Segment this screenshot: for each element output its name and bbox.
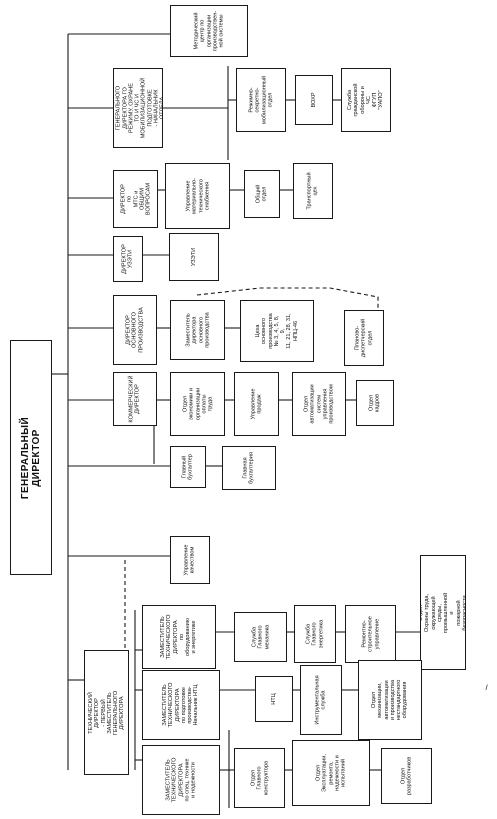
general-director-label: ГЕНЕРАЛЬНЫЙ ДИРЕКТОР xyxy=(20,416,42,499)
tool-service-box: Инструментальная служба xyxy=(300,665,342,735)
chief-designer-label: Отдел Главного конструктора xyxy=(250,760,269,796)
ntc-box: НТЦ xyxy=(255,676,293,722)
method-center-label: Методический центр по организации произв… xyxy=(193,10,225,52)
assistant-go-label: ПОМОЩНИК ГЕНЕРАЛЬНОГО ДИРЕКТОРА ГО РЕЖИМ… xyxy=(113,77,163,139)
planning-dept-label: Планово- диспетчерский отдел xyxy=(354,318,374,358)
deputy-prep-label: ЗАМЕСТИТЕЛЬ ТЕХНИЧЕСКОГО ДИРЕКТОРА по по… xyxy=(162,682,200,728)
chief-energy-box: Служба Главного энергетика xyxy=(294,605,336,663)
quality-mgmt-box: Управление качеством xyxy=(170,536,210,584)
transport-label: Транспортный цех xyxy=(306,172,319,210)
general-dept-box: Общий отдел xyxy=(244,170,280,218)
deputy-new-tech-box: ЗАМЕСТИТЕЛЬ ТЕХНИЧЕСКОГО ДИРЕКТОРА по сп… xyxy=(142,745,220,815)
general-dept-label: Общий отдел xyxy=(255,184,268,204)
deputy-production-label: Заместитель директора основного производ… xyxy=(184,312,210,348)
ntc-label: НТЦ xyxy=(270,693,277,705)
commercial-director-label: КОММЕРЧЕСКИЙ ДИРЕКТОР xyxy=(128,375,141,423)
chief-accountant-box: Главный бухгалтер xyxy=(170,446,206,488)
repair-construction-label: Ремонтно- строительное управление xyxy=(361,616,380,652)
accounting-box: Главная бухгалтерия xyxy=(222,446,276,490)
deputy-equipment-label: ЗАМЕСТИТЕЛЬ ТЕХНИЧЕСКОГО ДИРЕКТОРА по об… xyxy=(160,614,198,660)
mts-management-box: Управление материально- технического сна… xyxy=(165,163,230,229)
mts-management-label: Управление материально- технического сна… xyxy=(184,177,210,215)
labor-safety-label: Отдел Охраны труда, окружающей среды, пр… xyxy=(420,592,466,633)
chief-mechanic-label: Служба Главного механика xyxy=(251,624,270,650)
technical-director-label: ТЕХНИЧЕСКИЙ ДИРЕКТОР - ПЕРВЫЙ ЗАМЕСТИТЕЛ… xyxy=(87,690,126,735)
personnel-dept-box: Отдел кадров xyxy=(356,380,394,426)
regime-secret-box: Режимно-секретно- мобилизационный отдел xyxy=(236,68,286,132)
technical-director-box: ТЕХНИЧЕСКИЙ ДИРЕКТОР - ПЕРВЫЙ ЗАМЕСТИТЕЛ… xyxy=(84,650,129,775)
repair-construction-box: Ремонтно- строительное управление xyxy=(345,605,396,663)
deputy-equipment-box: ЗАМЕСТИТЕЛЬ ТЕХНИЧЕСКОГО ДИРЕКТОРА по об… xyxy=(142,605,216,669)
accounting-label: Главная бухгалтерия xyxy=(242,452,255,484)
mts-director-label: ДИРЕКТОР по МТС и ОБЩИМ ВОПРОСАМ xyxy=(119,182,151,216)
assistant-go-box: ПОМОЩНИК ГЕНЕРАЛЬНОГО ДИРЕКТОРА ГО РЕЖИМ… xyxy=(113,68,163,148)
uzti-box: УЗЭТИ xyxy=(169,233,219,281)
vokhr-label: ВОХР xyxy=(310,92,317,108)
deputy-prep-box: ЗАМЕСТИТЕЛЬ ТЕХНИЧЕСКОГО ДИРЕКТОРА по по… xyxy=(142,670,220,740)
exploitation-box: Отдел Эксплуатации, ремонта, надежности … xyxy=(292,740,370,806)
labor-safety-box: Отдел Охраны труда, окружающей среды, пр… xyxy=(420,555,466,670)
tool-service-label: Инструментальная служба xyxy=(314,675,327,725)
chief-designer-box: Отдел Главного конструктора xyxy=(234,748,285,808)
developers-label: Отдел разработчиков xyxy=(400,756,413,796)
quality-mgmt-label: Управление качеством xyxy=(183,544,196,576)
mechanization-label: Отдел механизации, автоматизации и произ… xyxy=(371,679,409,721)
uzti-director-box: ДИРЕКТОР УЗЭТИ xyxy=(113,236,143,282)
sales-mgmt-box: Управление продаж xyxy=(234,372,279,436)
automation-mgmt-label: Отдел автоматизации систем управления пр… xyxy=(303,384,335,424)
chief-accountant-label: Главный бухгалтер xyxy=(181,454,194,480)
developers-box: Отдел разработчиков xyxy=(381,748,432,804)
production-director-label: ДИРЕКТОР ОСНОВНОГО ПРОИЗВОДСТВА xyxy=(125,307,145,353)
economics-dept-label: Отдел экономики и организации оплаты тру… xyxy=(181,387,213,421)
civil-defense-label: Служба гражданской обороны и ЧС ФГУП "УА… xyxy=(347,83,385,117)
main-shops-label: Цеха основного производства № 3, 4, 5, 8… xyxy=(254,313,299,349)
regime-secret-label: Режимно-секретно- мобилизационный отдел xyxy=(248,75,274,125)
mts-director-box: ДИРЕКТОР по МТС и ОБЩИМ ВОПРОСАМ xyxy=(113,170,158,228)
main-shops-box: Цеха основного производства № 3, 4, 5, 8… xyxy=(240,300,314,362)
deputy-new-tech-label: ЗАМЕСТИТЕЛЬ ТЕХНИЧЕСКОГО ДИРЕКТОРА по сп… xyxy=(165,757,197,803)
general-director-box: ГЕНЕРАЛЬНЫЙ ДИРЕКТОР xyxy=(10,340,52,575)
deputy-production-box: Заместитель директора основного производ… xyxy=(170,300,225,360)
production-director-box: ДИРЕКТОР ОСНОВНОГО ПРОИЗВОДСТВА xyxy=(113,295,157,365)
mechanization-box: Отдел механизации, автоматизации и произ… xyxy=(358,660,422,740)
uzti-label: УЗЭТИ xyxy=(190,247,197,267)
personnel-dept-label: Отдел кадров xyxy=(368,393,381,413)
sales-mgmt-label: Управление продаж xyxy=(250,388,263,420)
transport-box: Транспортный цех xyxy=(293,163,333,219)
economics-dept-box: Отдел экономики и организации оплаты тру… xyxy=(170,372,225,436)
chief-energy-label: Служба Главного энергетика xyxy=(305,619,325,649)
planning-dept-box: Планово- диспетчерский отдел xyxy=(344,310,384,366)
commercial-director-box: КОММЕРЧЕСКИЙ ДИРЕКТОР xyxy=(113,372,157,426)
uzti-director-label: ДИРЕКТОР УЗЭТИ xyxy=(121,244,134,274)
vokhr-box: ВОХР xyxy=(295,75,333,125)
chief-mechanic-box: Служба Главного механика xyxy=(234,612,287,662)
civil-defense-box: Служба гражданской обороны и ЧС ФГУП "УА… xyxy=(341,68,391,132)
exploitation-label: Отдел Эксплуатации, ремонта, надежности … xyxy=(315,754,347,792)
automation-mgmt-box: Отдел автоматизации систем управления пр… xyxy=(292,372,346,436)
method-center-box: Методический центр по организации произв… xyxy=(170,5,248,57)
